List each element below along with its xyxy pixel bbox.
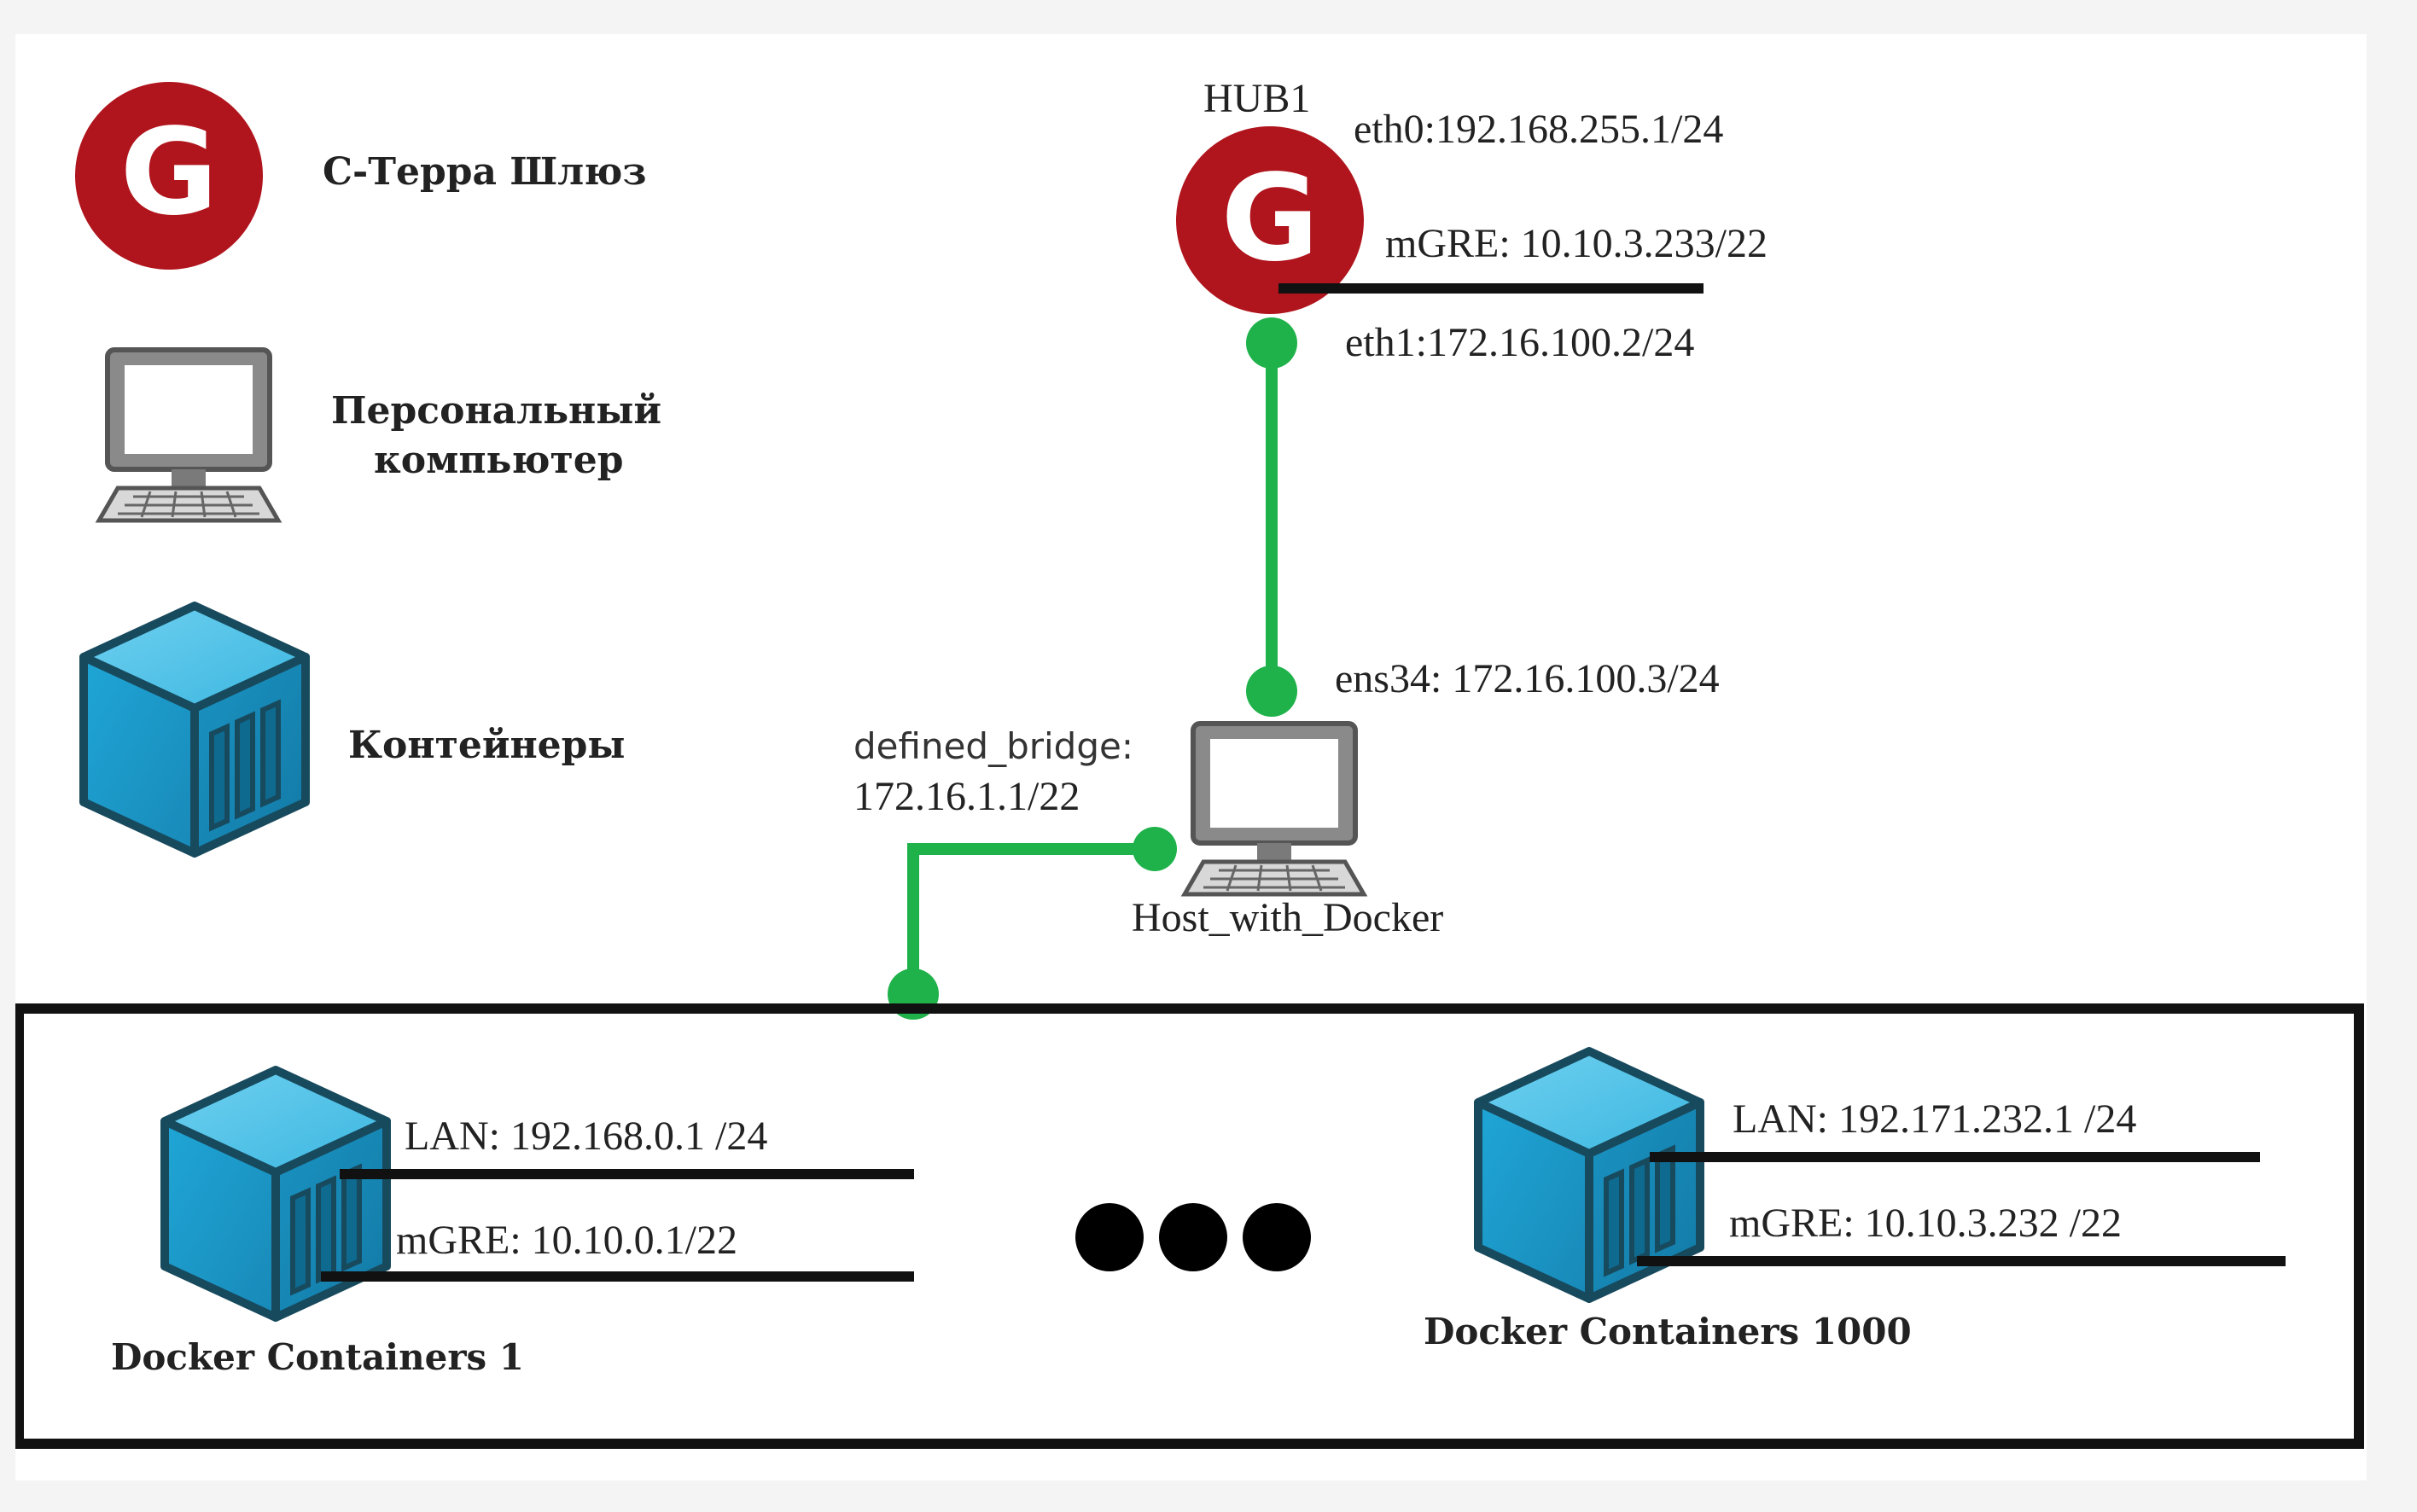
ellipsis-dot-1 (1075, 1203, 1144, 1271)
container1000-name: Docker Containers 1000 (1424, 1311, 1912, 1352)
host-ens34-port (1246, 666, 1297, 717)
legend-pc-icon (99, 350, 278, 520)
legend-gateway-icon (75, 82, 263, 270)
host-ens34-address: ens34: 172.16.100.3/24 (1335, 656, 1720, 701)
host-name: Host_with_Docker (1132, 895, 1444, 940)
hub1-gateway-icon (1176, 126, 1364, 314)
hub1-eth0-address: eth0:192.168.255.1/24 (1354, 107, 1724, 152)
diagram-canvas: G G (15, 34, 2367, 1480)
diagram-graphics: G G (15, 82, 2364, 1449)
containers-frame (15, 1003, 2364, 1449)
host-bridge-address: 172.16.1.1/22 (853, 774, 1080, 819)
bridge-link (907, 843, 1155, 994)
host-bridge-port (1133, 827, 1177, 871)
hub1-name: HUB1 (1203, 76, 1311, 121)
legend-pc-label-line2: компьютер (374, 439, 624, 482)
hub1-eth1-port (1246, 317, 1297, 369)
host-pc-icon (1185, 724, 1364, 894)
container1-lan-address: LAN: 192.168.0.1 /24 (405, 1114, 768, 1159)
host-bridge-label: defined_bridge: (853, 725, 1133, 767)
legend-containers-label: Контейнеры (348, 724, 626, 767)
ellipsis-dot-3 (1243, 1203, 1311, 1271)
ellipsis-dot-2 (1159, 1203, 1227, 1271)
hub1-mgre-address: mGRE: 10.10.3.233/22 (1385, 221, 1768, 266)
hub1-gateway-letter: G (1221, 149, 1319, 288)
container1-name: Docker Containers 1 (111, 1336, 525, 1378)
legend-gateway-label: С-Терра Шлюз (323, 150, 647, 194)
container1000-mgre-address: mGRE: 10.10.3.232 /22 (1729, 1201, 2123, 1246)
container1-mgre-address: mGRE: 10.10.0.1/22 (396, 1218, 738, 1263)
hub1-eth1-address: eth1:172.16.100.2/24 (1345, 320, 1695, 365)
legend-pc-label-line1: Персональный (331, 389, 661, 433)
container1000-lan-address: LAN: 192.171.232.1 /24 (1733, 1096, 2137, 1142)
legend-gateway-letter: G (120, 103, 218, 242)
legend-container-icon (84, 606, 306, 853)
